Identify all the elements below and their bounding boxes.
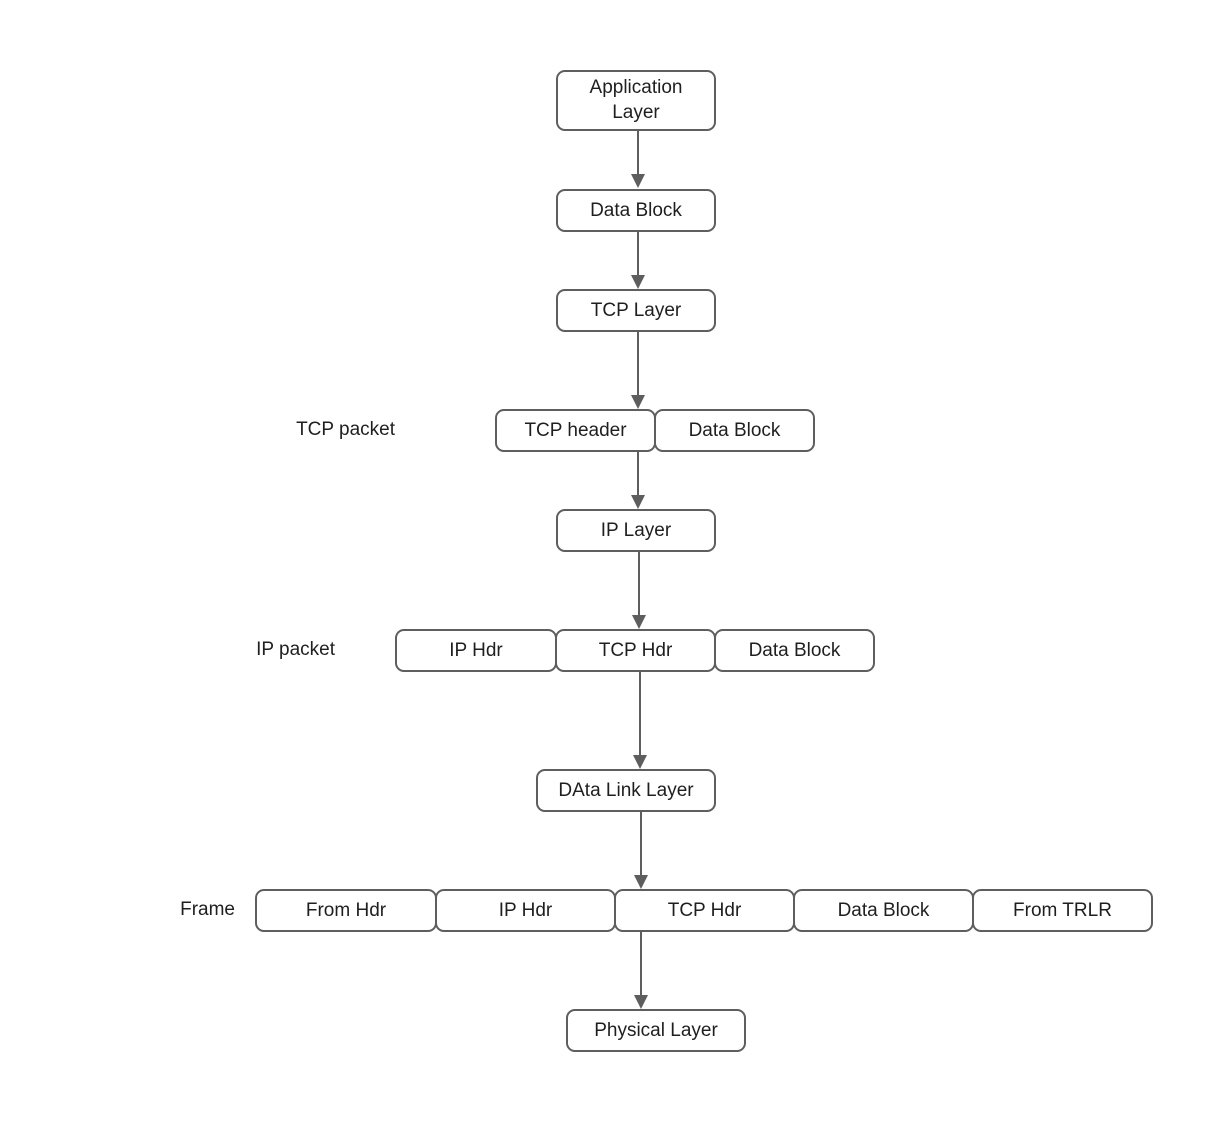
packet-row-ip: IP Hdr TCP Hdr Data Block (395, 629, 877, 672)
row-label-ip-packet: IP packet (135, 639, 335, 661)
row-label-tcp-packet-text: TCP packet (296, 419, 395, 440)
node-application-layer-label-line2: Layer (612, 101, 660, 123)
arrowhead-icon (633, 755, 647, 769)
connector-shaft (639, 672, 641, 755)
connector-shaft (640, 932, 642, 995)
segment-data-block[interactable]: Data Block (793, 889, 974, 932)
segment-ip-hdr[interactable]: IP Hdr (435, 889, 616, 932)
node-application-layer[interactable]: Application Layer (556, 70, 716, 131)
node-tcp-layer[interactable]: TCP Layer (556, 289, 716, 332)
segment-ip-hdr-label: IP Hdr (449, 639, 503, 661)
segment-tcp-hdr-label: TCP Hdr (667, 899, 742, 921)
row-label-ip-packet-text: IP packet (256, 639, 335, 660)
node-physical-layer[interactable]: Physical Layer (566, 1009, 746, 1052)
node-ip-layer-label: IP Layer (600, 519, 672, 541)
segment-tcp-hdr[interactable]: TCP Hdr (614, 889, 795, 932)
connector-datalinklayer-to-frame (634, 812, 648, 889)
connector-ippacket-to-datalinklayer (633, 672, 647, 769)
node-data-link-layer[interactable]: DAta Link Layer (536, 769, 716, 812)
arrowhead-icon (634, 995, 648, 1009)
arrowhead-icon (631, 495, 645, 509)
row-label-frame: Frame (55, 899, 235, 921)
connector-frame-to-physicallayer (634, 932, 648, 1009)
segment-data-block-label: Data Block (748, 639, 841, 661)
segment-from-trlr-label: From TRLR (1013, 899, 1112, 921)
arrowhead-icon (634, 875, 648, 889)
connector-datablock-to-tcplayer (631, 232, 645, 289)
connector-shaft (638, 552, 640, 615)
connector-application-to-datablock (631, 131, 645, 188)
arrowhead-icon (632, 615, 646, 629)
arrowhead-icon (631, 395, 645, 409)
segment-ip-hdr[interactable]: IP Hdr (395, 629, 557, 672)
connector-shaft (640, 812, 642, 875)
row-label-tcp-packet: TCP packet (215, 419, 395, 441)
segment-tcp-header-label: TCP header (524, 419, 627, 441)
node-physical-layer-label: Physical Layer (594, 1019, 718, 1041)
segment-data-block-label: Data Block (837, 899, 930, 921)
row-label-frame-text: Frame (180, 899, 235, 920)
connector-shaft (637, 452, 639, 495)
packet-row-frame: From Hdr IP Hdr TCP Hdr Data Block From … (255, 889, 1157, 932)
segment-from-trlr[interactable]: From TRLR (972, 889, 1153, 932)
segment-data-block[interactable]: Data Block (654, 409, 815, 452)
node-data-link-layer-label: DAta Link Layer (558, 779, 694, 801)
connector-iplayer-to-ippacket (632, 552, 646, 629)
connector-shaft (637, 332, 639, 395)
connector-tcplayer-to-tcppacket (631, 332, 645, 409)
node-tcp-layer-label: TCP Layer (590, 299, 682, 321)
segment-tcp-hdr-label: TCP Hdr (598, 639, 673, 661)
segment-tcp-header[interactable]: TCP header (495, 409, 656, 452)
node-data-block[interactable]: Data Block (556, 189, 716, 232)
segment-from-hdr[interactable]: From Hdr (255, 889, 437, 932)
segment-ip-hdr-label: IP Hdr (498, 899, 553, 921)
node-application-layer-label-line1: Application (589, 76, 683, 98)
segment-data-block-label: Data Block (688, 419, 781, 441)
node-data-block-label: Data Block (590, 199, 682, 221)
connector-shaft (637, 131, 639, 174)
connector-tcppacket-to-iplayer (631, 452, 645, 509)
node-ip-layer[interactable]: IP Layer (556, 509, 716, 552)
connector-shaft (637, 232, 639, 275)
segment-tcp-hdr[interactable]: TCP Hdr (555, 629, 716, 672)
packet-row-tcp: TCP header Data Block (495, 409, 817, 452)
segment-data-block[interactable]: Data Block (714, 629, 875, 672)
arrowhead-icon (631, 174, 645, 188)
arrowhead-icon (631, 275, 645, 289)
segment-from-hdr-label: From Hdr (305, 899, 387, 921)
